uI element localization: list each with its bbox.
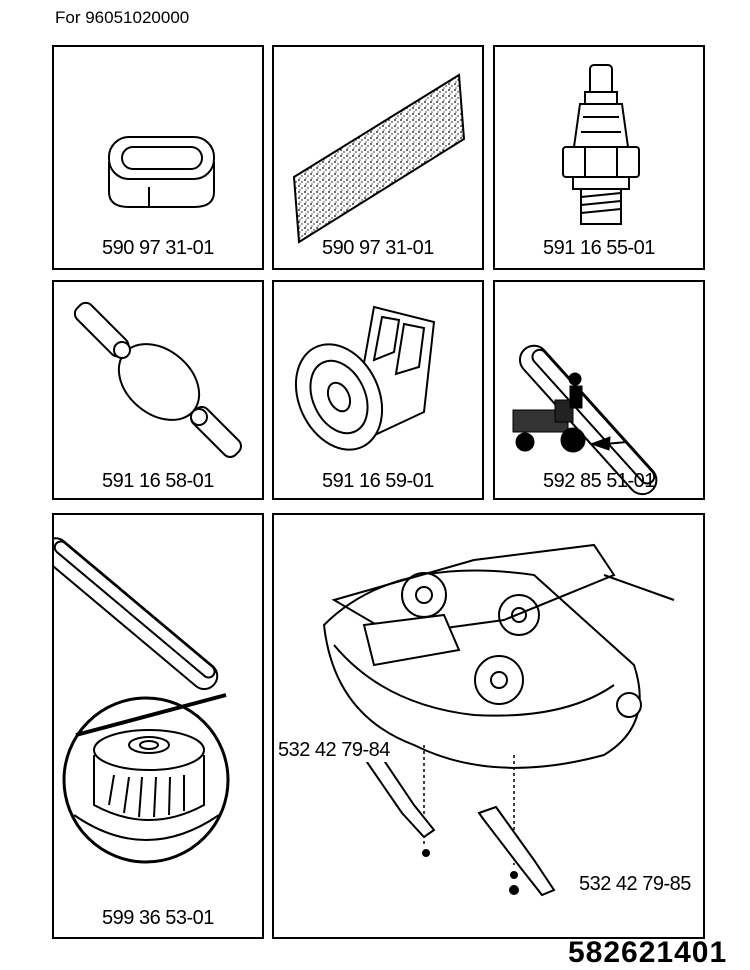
document-code: 582621401 [568,936,728,969]
part-panel-oil-filter: 591 16 59-01 [272,280,484,500]
drive-belt-tractor-icon [512,344,658,496]
oil-filter-icon [294,305,436,451]
fuel-filter-icon [73,301,242,458]
model-header: For 96051020000 [55,8,190,27]
part-panel-spark-plug: 591 16 55-01 [493,45,705,270]
part-panel-mower-deck: 532 42 79-84 532 42 79-85 [272,513,705,939]
pre-filter-foam-icon [292,73,466,244]
part-number: 599 36 53-01 [102,907,214,929]
part-number: 591 16 58-01 [102,470,214,492]
mower-deck-icon [322,543,675,897]
blade-right-part-number: 532 42 79-85 [579,873,691,896]
blade-left-part-number: 532 42 79-84 [278,739,390,762]
part-number: 590 97 31-01 [322,237,434,259]
part-panel-deck-belt: 599 36 53-01 [52,513,264,939]
part-number: 590 97 31-01 [102,237,214,259]
spark-plug-icon [562,64,640,225]
part-panel-drive-belt: 592 85 51-01 [493,280,705,500]
air-filter-icon [108,136,215,208]
part-panel-air-filter: 590 97 31-01 [52,45,264,270]
part-panel-pre-filter: 590 97 31-01 [272,45,484,270]
part-number: 591 16 55-01 [543,237,655,259]
part-panel-fuel-filter: 591 16 58-01 [52,280,264,500]
part-number: 592 85 51-01 [543,470,655,492]
part-number: 591 16 59-01 [322,470,434,492]
deck-belt-pulley-icon [54,537,230,864]
